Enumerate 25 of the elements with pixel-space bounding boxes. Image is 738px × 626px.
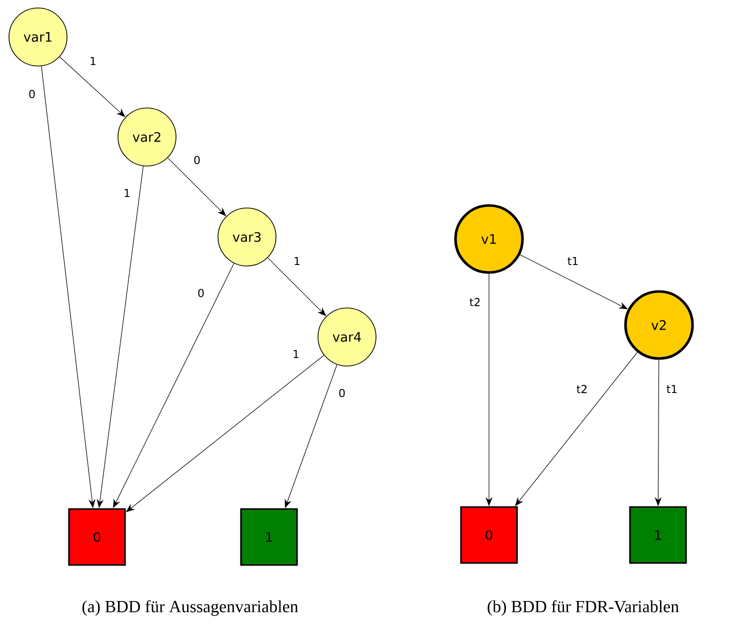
terminal-box: 0 xyxy=(68,508,126,566)
edge-label: 0 xyxy=(338,388,346,398)
circle-node: var1 xyxy=(8,8,68,66)
edge-label: 1 xyxy=(122,188,132,198)
circle-node: var3 xyxy=(218,208,276,266)
edge-label: 1 xyxy=(88,56,98,66)
edge-label: 1 xyxy=(292,349,300,360)
edge-label: t2 xyxy=(575,384,589,394)
subcaption: (a) BDD für Aussagenvariablen xyxy=(82,600,298,616)
subcaption: (b) BDD für FDR-Variablen xyxy=(488,600,679,616)
circle-node: v1 xyxy=(454,204,524,274)
terminal-box: 0 xyxy=(460,506,518,564)
edge-label: 0 xyxy=(192,154,202,166)
circle-node: v2 xyxy=(624,290,694,360)
terminal-box: 1 xyxy=(240,508,298,566)
edge-label: 0 xyxy=(196,288,206,298)
edge-label: t1 xyxy=(665,384,679,394)
circle-node: var4 xyxy=(318,308,376,366)
edge-label: t1 xyxy=(566,256,580,266)
edge-label: 1 xyxy=(292,256,302,266)
circle-node: var2 xyxy=(118,108,176,166)
edge-label: t2 xyxy=(468,296,482,308)
arrow xyxy=(520,254,628,310)
edge-label: 0 xyxy=(28,88,36,100)
terminal-box: 1 xyxy=(629,506,687,564)
